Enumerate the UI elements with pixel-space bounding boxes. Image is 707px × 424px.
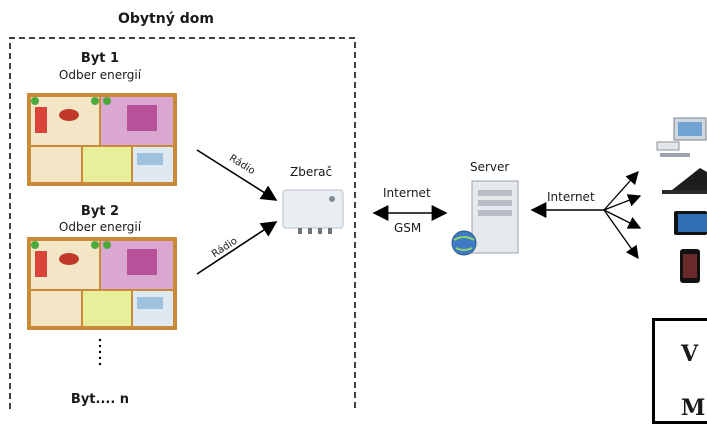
flat2-subtitle: Odber energií bbox=[58, 220, 142, 234]
diagram-canvas bbox=[9, 37, 707, 409]
cutoff-box-line2: M bbox=[681, 395, 706, 421]
collector-label: Zberač bbox=[290, 165, 333, 179]
apartment-floorplan-icon bbox=[27, 93, 177, 186]
flat2-title: Byt 2 bbox=[80, 204, 120, 219]
server-icon bbox=[451, 180, 519, 256]
tablet-icon bbox=[674, 211, 707, 235]
flatn-title: Byt.... n bbox=[70, 392, 130, 407]
apartment-floorplan-icon bbox=[27, 237, 177, 330]
radio-arrow-1 bbox=[196, 149, 278, 201]
desktop-computer-icon bbox=[656, 117, 707, 157]
cutoff-box: V M bbox=[652, 318, 707, 424]
laptop-icon bbox=[662, 168, 707, 194]
link1-top-label: Internet bbox=[383, 186, 431, 200]
link1-bottom-label: GSM bbox=[394, 221, 422, 235]
flat1-title: Byt 1 bbox=[80, 51, 120, 66]
building-border bbox=[9, 37, 356, 409]
building-title: Obytný dom bbox=[118, 11, 214, 27]
link2-top-label: Internet bbox=[547, 190, 595, 204]
radio-arrow-2 bbox=[196, 221, 278, 275]
ellipsis-dots bbox=[98, 338, 102, 366]
cutoff-box-line1: V bbox=[681, 341, 699, 367]
collector-device-icon bbox=[282, 189, 344, 234]
server-label: Server bbox=[470, 160, 510, 174]
smartphone-icon bbox=[680, 249, 700, 283]
flat1-subtitle: Odber energií bbox=[58, 68, 142, 82]
